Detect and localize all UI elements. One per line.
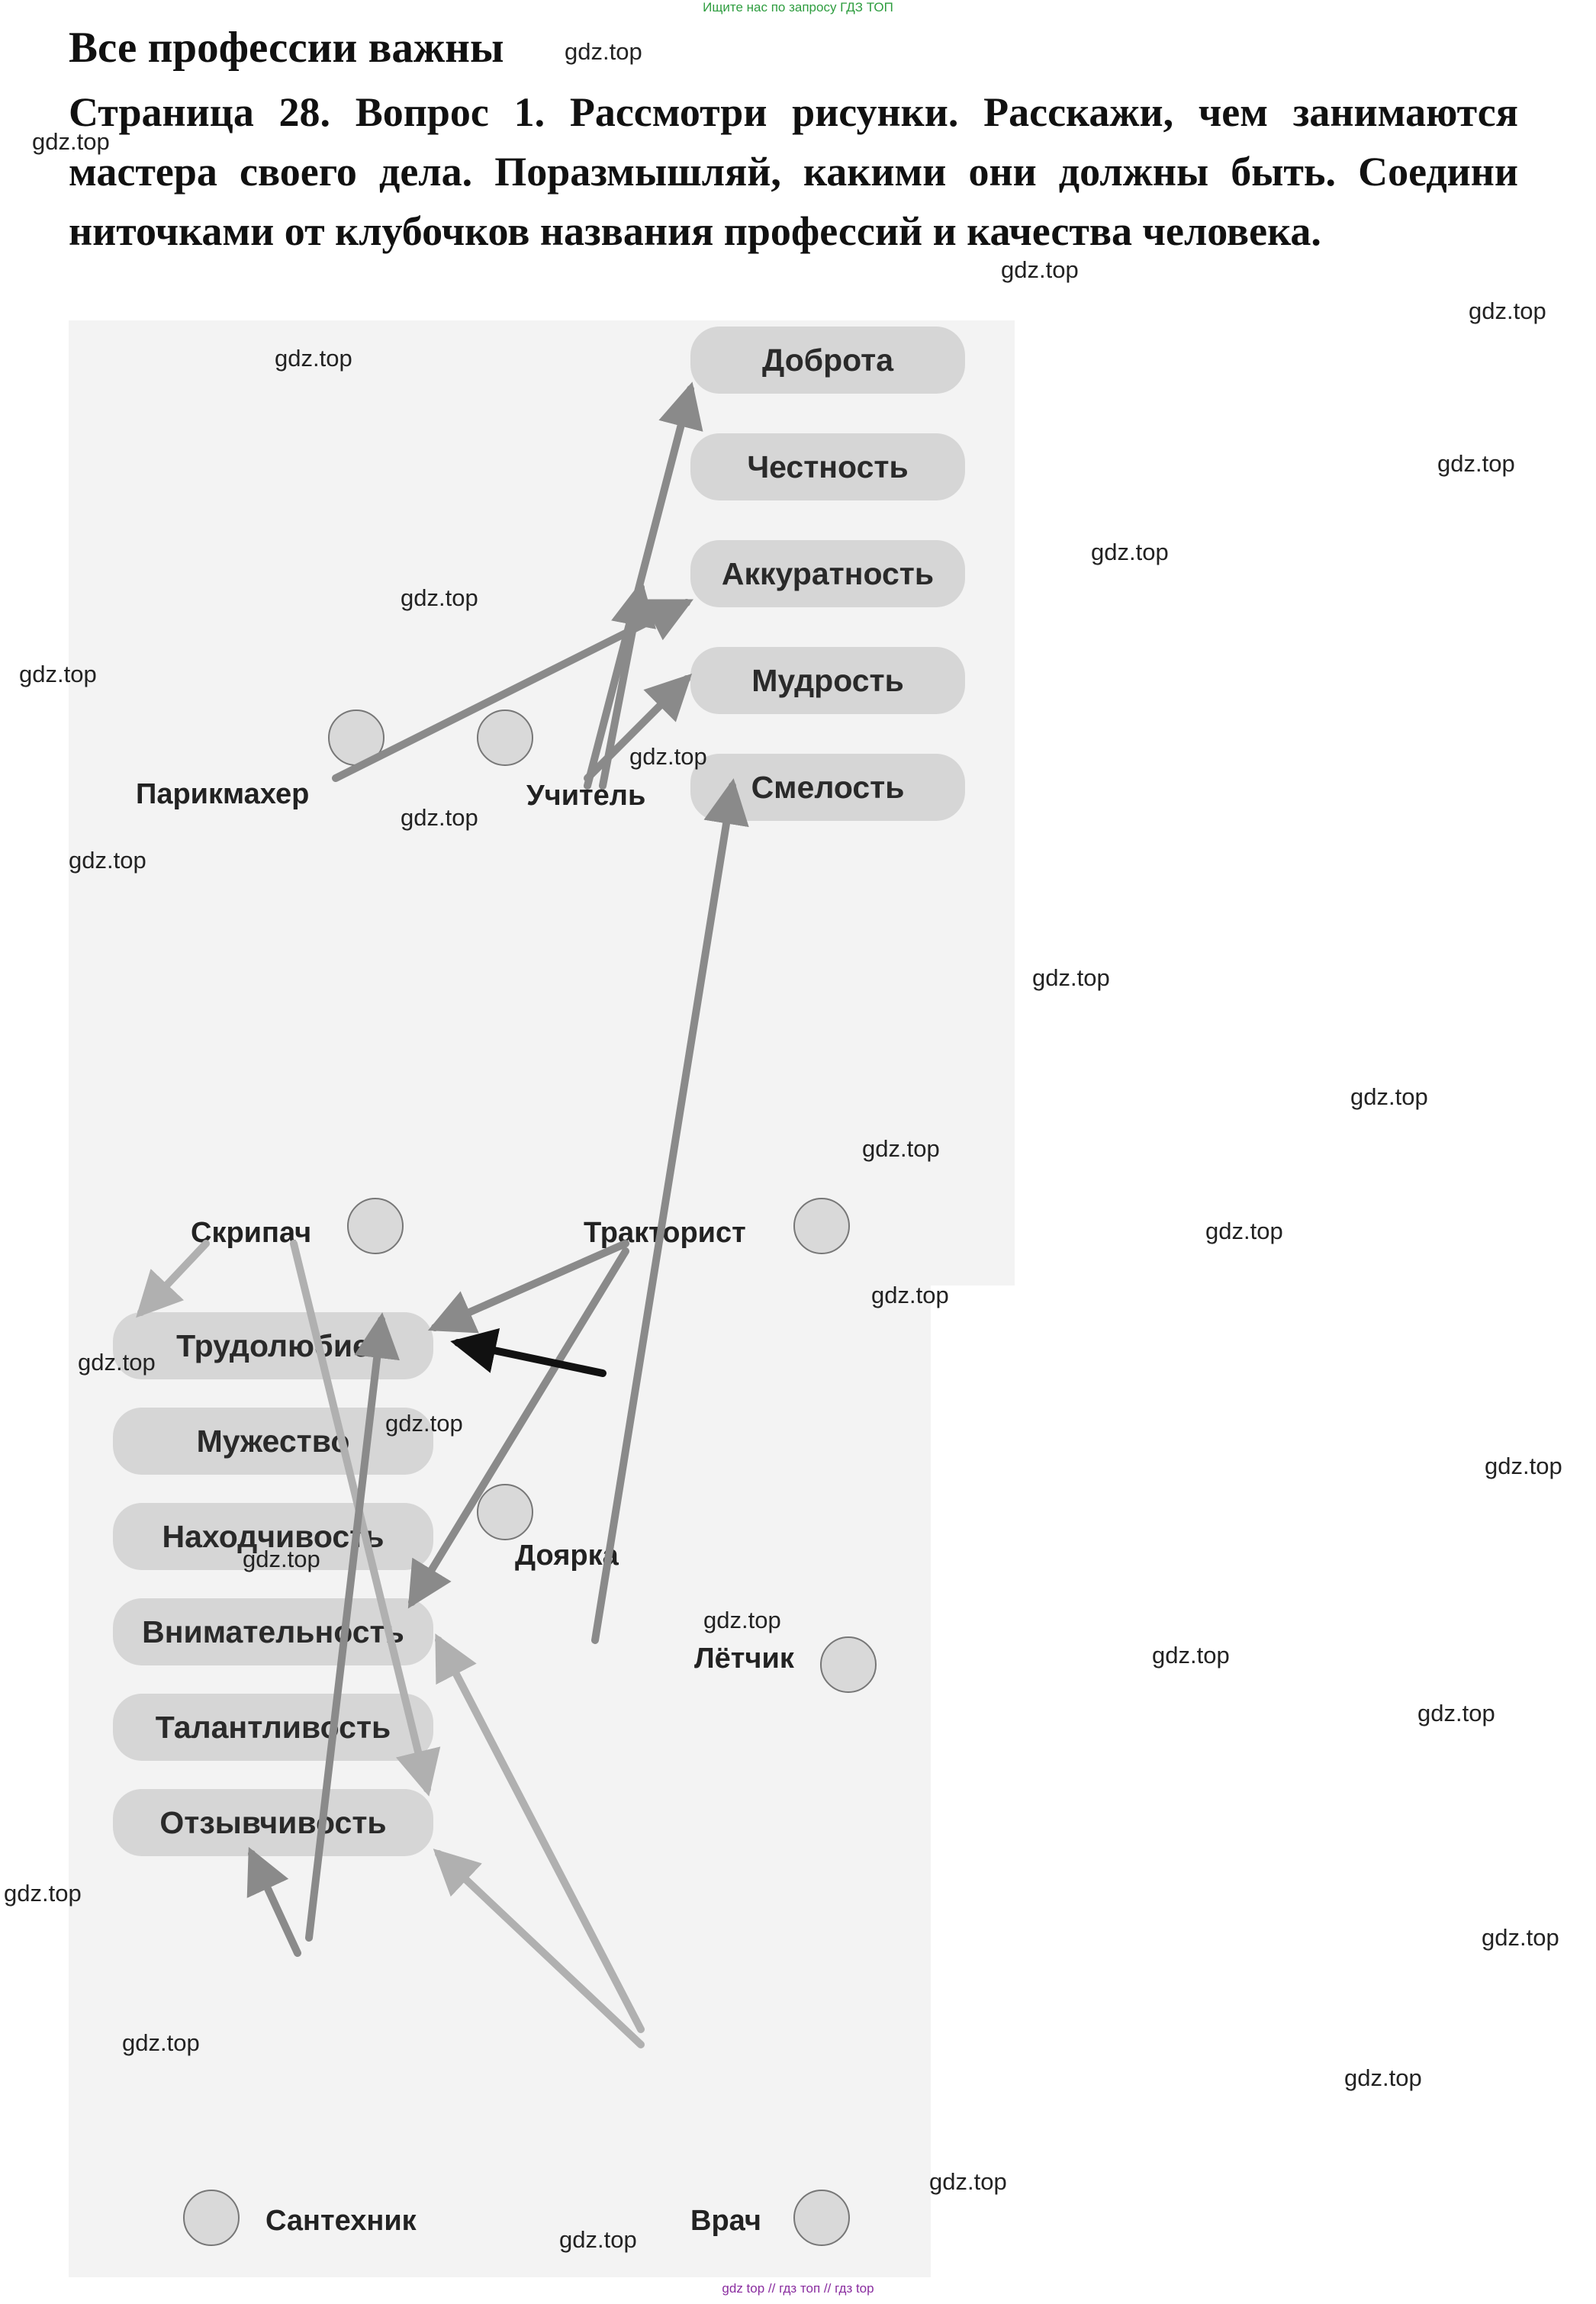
- watermark: gdz.top: [275, 345, 352, 372]
- arrow-plumber-diligence: [305, 1312, 400, 1942]
- watermark: gdz.top: [19, 661, 97, 687]
- quality-honesty: Честность: [690, 433, 965, 500]
- footer-links[interactable]: gdz top // гдз топ // гдз top: [722, 2281, 874, 2296]
- profession-milkmaid: Доярка: [515, 1540, 619, 1572]
- arrow-teacher-accuracy: [599, 580, 657, 790]
- profession-plumber: Сантехник: [265, 2205, 417, 2237]
- watermark: gdz.top: [32, 128, 110, 155]
- watermark: gdz.top: [401, 584, 478, 611]
- profession-pilot: Лётчик: [694, 1643, 794, 1675]
- watermark: gdz.top: [69, 847, 146, 874]
- page-title: Все профессии важны: [69, 24, 504, 72]
- watermark: gdz.top: [1091, 539, 1169, 565]
- watermark: gdz.top: [385, 1410, 463, 1437]
- watermark: gdz.top: [1205, 1218, 1283, 1244]
- watermark: gdz.top: [122, 2029, 200, 2056]
- quality-kindness: Доброта: [690, 327, 965, 394]
- watermark: gdz.top: [1350, 1083, 1428, 1110]
- profession-barber: Парикмахер: [136, 778, 310, 810]
- profession-doctor: Врач: [690, 2205, 761, 2237]
- yarn-ball-icon: [477, 1484, 533, 1540]
- watermark: gdz.top: [565, 38, 642, 65]
- watermark: gdz.top: [1469, 298, 1546, 324]
- arrow-milkmaid-diligence: [450, 1327, 607, 1377]
- quality-resourcefulness: Находчивость: [113, 1503, 433, 1570]
- yarn-ball-icon: [820, 1636, 877, 1693]
- watermark: gdz.top: [862, 1135, 940, 1162]
- watermark: gdz.top: [1344, 2064, 1422, 2091]
- watermark: gdz.top: [559, 2226, 637, 2253]
- watermark: gdz.top: [703, 1607, 781, 1633]
- top-banner[interactable]: Ищите нас по запросу ГДЗ ТОП: [703, 0, 893, 14]
- watermark: gdz.top: [1032, 964, 1110, 991]
- watermark: gdz.top: [1001, 256, 1079, 283]
- watermark: gdz.top: [1437, 450, 1515, 477]
- quality-wisdom: Мудрость: [690, 647, 965, 714]
- quality-bravery: Мужество: [113, 1408, 433, 1475]
- arrow-doctor-attentiveness: [435, 1633, 645, 2033]
- yarn-ball-icon: [477, 710, 533, 766]
- quality-accuracy: Аккуратность: [690, 540, 965, 607]
- yarn-ball-icon: [183, 2190, 240, 2246]
- watermark: gdz.top: [4, 1880, 82, 1907]
- yarn-ball-icon: [793, 2190, 850, 2246]
- arrow-tractor-diligence: [427, 1240, 629, 1334]
- arrow-tractor-attentiveness: [407, 1247, 629, 1609]
- arrow-violinist-diligence-light: [136, 1240, 210, 1318]
- yarn-ball-icon: [347, 1198, 404, 1254]
- watermark: gdz.top: [243, 1546, 320, 1572]
- watermark: gdz.top: [871, 1282, 949, 1308]
- question-text: Страница 28. Вопрос 1. Рассмотри рисунки…: [69, 89, 1518, 254]
- watermark: gdz.top: [1417, 1700, 1495, 1726]
- yarn-ball-icon: [793, 1198, 850, 1254]
- watermark: gdz.top: [929, 2168, 1007, 2195]
- watermark: gdz.top: [401, 804, 478, 831]
- watermark: gdz.top: [1482, 1924, 1559, 1951]
- arrow-doctor-responsiveness: [433, 1849, 645, 2048]
- quality-talent: Талантливость: [113, 1694, 433, 1761]
- watermark: gdz.top: [1152, 1642, 1230, 1668]
- arrow-pilot-courage: [591, 778, 749, 1644]
- quality-responsiveness: Отзывчивость: [113, 1789, 433, 1856]
- arrow-plumber-responsiveness: [246, 1846, 301, 1957]
- watermark: gdz.top: [1485, 1453, 1562, 1479]
- watermark: gdz.top: [78, 1349, 156, 1376]
- watermark: gdz.top: [629, 743, 707, 770]
